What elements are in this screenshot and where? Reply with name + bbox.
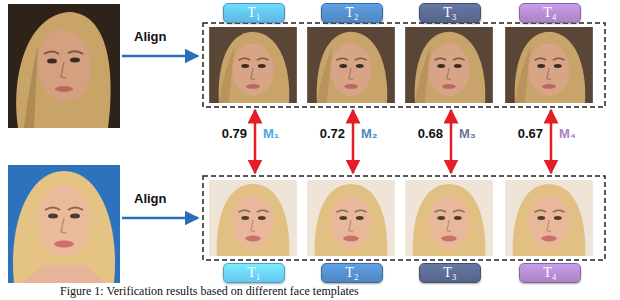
template-label: T₃	[443, 265, 456, 281]
template-box: T₄	[519, 263, 581, 283]
score-value: 0.68	[418, 126, 443, 141]
metric-label: M₁	[263, 126, 279, 141]
probe-photo	[8, 4, 120, 128]
aligned-face	[307, 180, 395, 256]
metric-label: M₂	[361, 126, 378, 141]
gallery-photo	[8, 165, 120, 283]
aligned-face	[505, 27, 593, 103]
metric-label: M₃	[459, 126, 476, 141]
template-box: T₂	[321, 3, 383, 23]
template-box: T₄	[519, 3, 581, 23]
aligned-face	[209, 180, 297, 256]
step-label: Align	[134, 29, 167, 44]
dashed-group	[203, 176, 605, 260]
dashed-group	[203, 23, 605, 107]
template-label: T₁	[247, 5, 260, 21]
template-box: T₁	[223, 263, 285, 283]
align-arrow	[122, 217, 198, 220]
align-arrow	[122, 55, 198, 58]
match-arrow	[550, 110, 553, 173]
template-box: T₂	[321, 263, 383, 283]
template-label: T₃	[443, 5, 456, 21]
match-arrow	[352, 110, 355, 173]
aligned-face	[405, 180, 493, 256]
score-value: 0.67	[518, 126, 543, 141]
template-box: T₁	[223, 3, 285, 23]
match-arrow	[254, 110, 257, 173]
aligned-face	[307, 27, 395, 103]
figure-caption: Figure 1: Verification results based on …	[60, 284, 359, 298]
score-value: 0.79	[222, 126, 247, 141]
aligned-face	[505, 180, 593, 256]
match-arrow	[450, 110, 453, 173]
template-label: T₁	[247, 265, 260, 281]
template-label: T₄	[543, 265, 556, 281]
aligned-face	[209, 27, 297, 103]
aligned-face	[405, 27, 493, 103]
template-label: T₂	[345, 265, 358, 281]
template-label: T₂	[345, 5, 358, 21]
template-box: T₃	[419, 3, 481, 23]
score-value: 0.72	[320, 126, 345, 141]
step-label: Align	[134, 191, 167, 206]
template-label: T₄	[543, 5, 556, 21]
template-box: T₃	[419, 263, 481, 283]
metric-label: M₄	[559, 126, 576, 141]
